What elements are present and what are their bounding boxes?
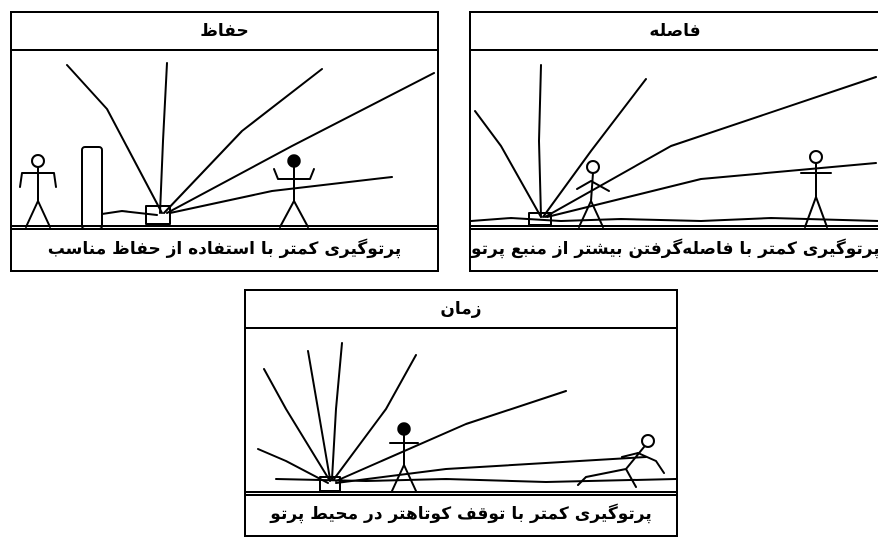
panel-caption: پرتوگیری کمتر با فاصله‌گرفتن بیشتر از من… bbox=[471, 225, 878, 270]
radiation-ray bbox=[546, 162, 877, 218]
radiation-ray bbox=[307, 350, 331, 480]
radiation-ray bbox=[169, 176, 393, 214]
radiation-ray bbox=[101, 210, 158, 216]
panel-distance: فاصله پرتوگیری کمتر با فاصل bbox=[469, 11, 878, 272]
panel-time: زمان پرتوگیری bbox=[244, 289, 678, 537]
radiation-ray bbox=[66, 64, 163, 214]
radiation-ray bbox=[331, 342, 343, 480]
panel-title: حفاظ bbox=[12, 13, 437, 51]
radiation-ray bbox=[263, 368, 331, 482]
radiation-ray bbox=[542, 78, 647, 218]
ground-line bbox=[471, 217, 878, 222]
person-icon bbox=[800, 150, 832, 228]
shield-wall bbox=[81, 146, 103, 230]
distance-illustration bbox=[471, 51, 878, 231]
person-icon bbox=[389, 422, 419, 492]
radiation-ray bbox=[163, 68, 323, 214]
radiation-ray bbox=[538, 64, 542, 218]
panel-caption: پرتوگیری کمتر با توقف کوتاهتر در محیط پر… bbox=[246, 491, 676, 535]
radiation-ray bbox=[544, 76, 877, 218]
panel-caption: پرتوگیری کمتر با استفاده از حفاظ مناسب bbox=[12, 225, 437, 270]
radiation-ray bbox=[474, 110, 542, 218]
radiation-ray bbox=[166, 72, 435, 214]
person-icon bbox=[19, 154, 57, 228]
ground-line bbox=[275, 478, 676, 483]
radiation-ray bbox=[159, 62, 168, 214]
panel-shielding: حفاظ پرتوگیری bbox=[10, 11, 439, 272]
panel-title: زمان bbox=[246, 291, 676, 329]
person-icon bbox=[273, 154, 315, 228]
person-icon bbox=[576, 160, 610, 228]
radiation-ray bbox=[333, 354, 417, 480]
radiation-ray bbox=[335, 390, 567, 482]
radiation-ray bbox=[335, 456, 647, 484]
time-illustration bbox=[246, 329, 676, 497]
panel-title: فاصله bbox=[471, 13, 878, 51]
radiation-ray bbox=[257, 448, 329, 484]
shielding-illustration bbox=[12, 51, 437, 231]
radiation-source bbox=[145, 205, 171, 225]
person-icon bbox=[577, 434, 665, 488]
